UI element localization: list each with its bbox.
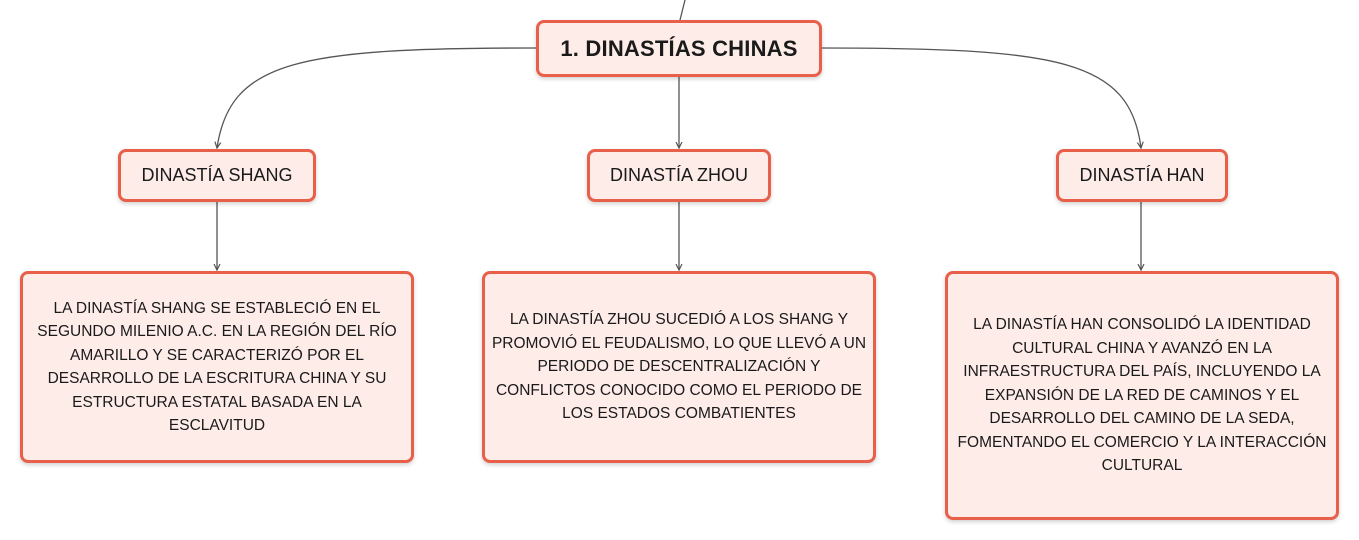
detail-node-han[interactable]: LA DINASTÍA HAN CONSOLIDÓ LA IDENTIDAD C…	[945, 271, 1339, 520]
branch-node-label: DINASTÍA HAN	[1079, 165, 1205, 185]
connector-root-to-shang	[217, 47, 537, 148]
root-node-label: 1. DINASTÍAS CHINAS	[560, 35, 798, 61]
connector-root-to-han	[821, 47, 1141, 148]
branch-node-zhou[interactable]: DINASTÍA ZHOU	[587, 149, 771, 202]
root-node[interactable]: 1. DINASTÍAS CHINAS	[536, 20, 822, 77]
branch-node-shang[interactable]: DINASTÍA SHANG	[118, 149, 316, 202]
detail-node-text: LA DINASTÍA ZHOU SUCEDIÓ A LOS SHANG Y P…	[491, 311, 867, 423]
branch-node-label: DINASTÍA ZHOU	[609, 165, 748, 185]
detail-node-text: LA DINASTÍA SHANG SE ESTABLECIÓ EN EL SE…	[37, 299, 397, 435]
detail-node-text: LA DINASTÍA HAN CONSOLIDÓ LA IDENTIDAD C…	[957, 316, 1327, 475]
branch-node-label: DINASTÍA SHANG	[141, 165, 293, 185]
detail-node-shang[interactable]: LA DINASTÍA SHANG SE ESTABLECIÓ EN EL SE…	[20, 271, 414, 463]
connector-parent-to-root	[679, 0, 686, 21]
branch-node-han[interactable]: DINASTÍA HAN	[1056, 149, 1228, 202]
detail-node-zhou[interactable]: LA DINASTÍA ZHOU SUCEDIÓ A LOS SHANG Y P…	[482, 271, 876, 463]
